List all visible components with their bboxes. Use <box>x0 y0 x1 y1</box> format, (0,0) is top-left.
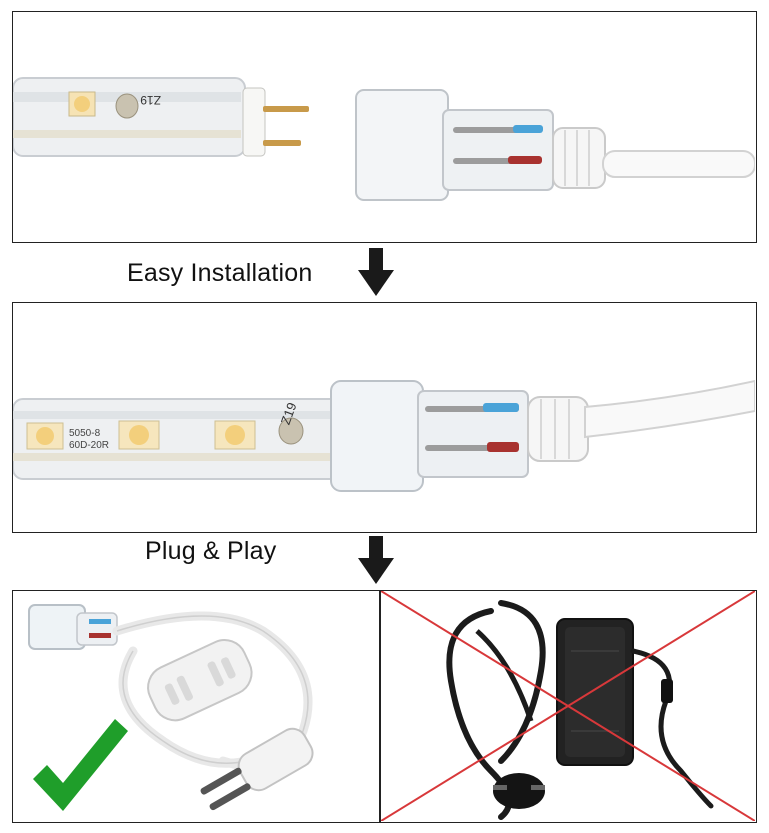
down-arrow-icon <box>358 248 394 298</box>
rectifier-box <box>147 639 253 722</box>
strip-spec-label: 60D-20R <box>69 440 109 451</box>
strip-model-label: 5050-8 <box>69 428 101 439</box>
strip-code-label: Z19 <box>278 400 300 426</box>
panel-strip-and-connector: Z19 <box>12 11 757 243</box>
plug-cable-illustration <box>28 604 314 811</box>
down-arrow-icon <box>358 536 394 586</box>
connector-sleeve <box>442 109 554 191</box>
caption-easy-installation: Easy Installation <box>127 259 313 287</box>
power-cable <box>602 150 755 178</box>
connector-housing <box>355 89 449 201</box>
connected-strip-illustration: 5050-8 60D-20R Z19 <box>13 379 755 492</box>
panel-included-plug <box>12 590 380 823</box>
end-cap <box>242 87 266 157</box>
strain-relief <box>552 127 606 189</box>
check-mark-icon <box>33 719 128 811</box>
connector-housing <box>330 380 424 492</box>
pin-bottom <box>263 140 301 146</box>
ferrite-core <box>661 679 673 703</box>
connector-sleeve <box>76 612 118 646</box>
caption-plug-and-play: Plug & Play <box>145 537 277 565</box>
strip-connector-illustration: Z19 <box>13 77 755 201</box>
blue-wire <box>483 403 519 412</box>
strip-code-label: Z19 <box>140 93 161 107</box>
pin-top <box>263 106 309 112</box>
euro-plug <box>200 727 314 811</box>
panel-adapter-not-needed <box>380 590 757 823</box>
blue-wire <box>513 125 543 133</box>
resistor <box>115 93 139 119</box>
resistor <box>278 417 304 445</box>
schuko-plug <box>493 773 545 809</box>
red-wire <box>487 442 519 452</box>
red-wire <box>508 156 542 164</box>
strain-relief <box>527 396 589 462</box>
panel-strip-connected: 5050-8 60D-20R Z19 <box>12 302 757 533</box>
power-cable <box>584 379 755 439</box>
adapter-illustration <box>381 591 755 821</box>
cross-mark-icon <box>381 591 755 821</box>
